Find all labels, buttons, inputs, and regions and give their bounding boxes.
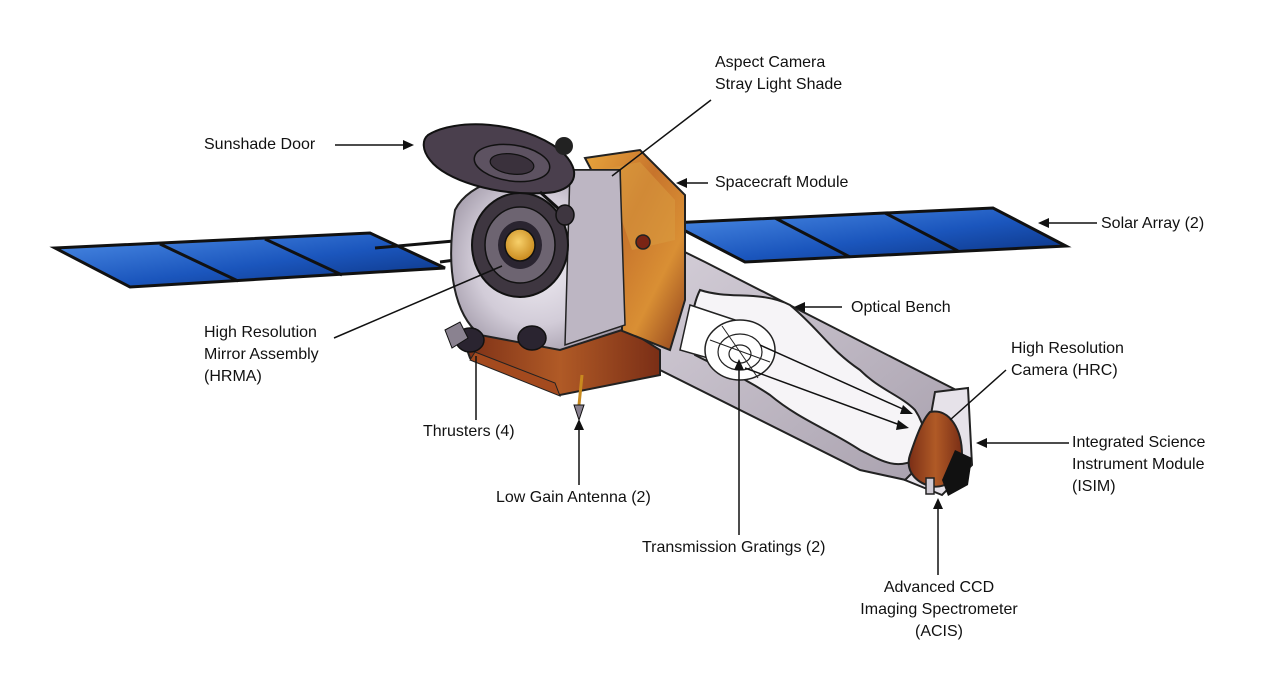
label-hrma: High Resolution Mirror Assembly (HRMA) bbox=[204, 322, 319, 388]
label-hrma-line3: (HRMA) bbox=[204, 368, 262, 385]
solar-array-left bbox=[49, 231, 471, 289]
label-acis-line2: Imaging Spectrometer bbox=[860, 601, 1018, 618]
low-gain-antenna bbox=[573, 374, 585, 422]
mirror-core bbox=[504, 228, 536, 262]
label-sunshade-door: Sunshade Door bbox=[204, 136, 316, 153]
label-acis-line3: (ACIS) bbox=[915, 623, 963, 640]
label-optical-bench: Optical Bench bbox=[851, 299, 951, 316]
label-hrma-line1: High Resolution bbox=[204, 324, 317, 341]
label-acis: Advanced CCD Imaging Spectrometer (ACIS) bbox=[848, 577, 1030, 643]
transmission-gratings bbox=[679, 304, 776, 381]
optical-bench bbox=[639, 228, 962, 484]
solar-array-right bbox=[664, 206, 1072, 264]
label-aspect-camera-line2: Stray Light Shade bbox=[715, 76, 843, 93]
label-hrc-line2: Camera (HRC) bbox=[1011, 362, 1118, 379]
label-solar-array: Solar Array (2) bbox=[1101, 215, 1205, 232]
sunshade-door bbox=[422, 123, 576, 226]
label-aspect-camera-line1: Aspect Camera bbox=[715, 54, 826, 71]
label-acis-line1: Advanced CCD bbox=[883, 579, 995, 596]
label-hrc: High Resolution Camera (HRC) bbox=[1011, 338, 1124, 382]
label-isim-line1: Integrated Science bbox=[1072, 434, 1206, 451]
thrusters bbox=[444, 321, 547, 353]
leader-lines bbox=[333, 99, 1097, 575]
label-isim: Integrated Science Instrument Module (IS… bbox=[1072, 432, 1205, 498]
label-isim-line2: Instrument Module bbox=[1072, 456, 1205, 473]
label-thrusters: Thrusters (4) bbox=[423, 423, 515, 440]
label-hrc-line1: High Resolution bbox=[1011, 340, 1124, 357]
label-transmission-gratings: Transmission Gratings (2) bbox=[642, 539, 826, 556]
acis-bracket bbox=[925, 477, 935, 495]
label-isim-line3: (ISIM) bbox=[1072, 478, 1116, 495]
label-aspect-camera: Aspect Camera Stray Light Shade bbox=[715, 52, 842, 96]
label-spacecraft-module: Spacecraft Module bbox=[715, 174, 849, 191]
label-low-gain-antenna: Low Gain Antenna (2) bbox=[496, 489, 651, 506]
hrma-housing bbox=[450, 169, 626, 352]
label-hrma-line2: Mirror Assembly bbox=[204, 346, 319, 363]
